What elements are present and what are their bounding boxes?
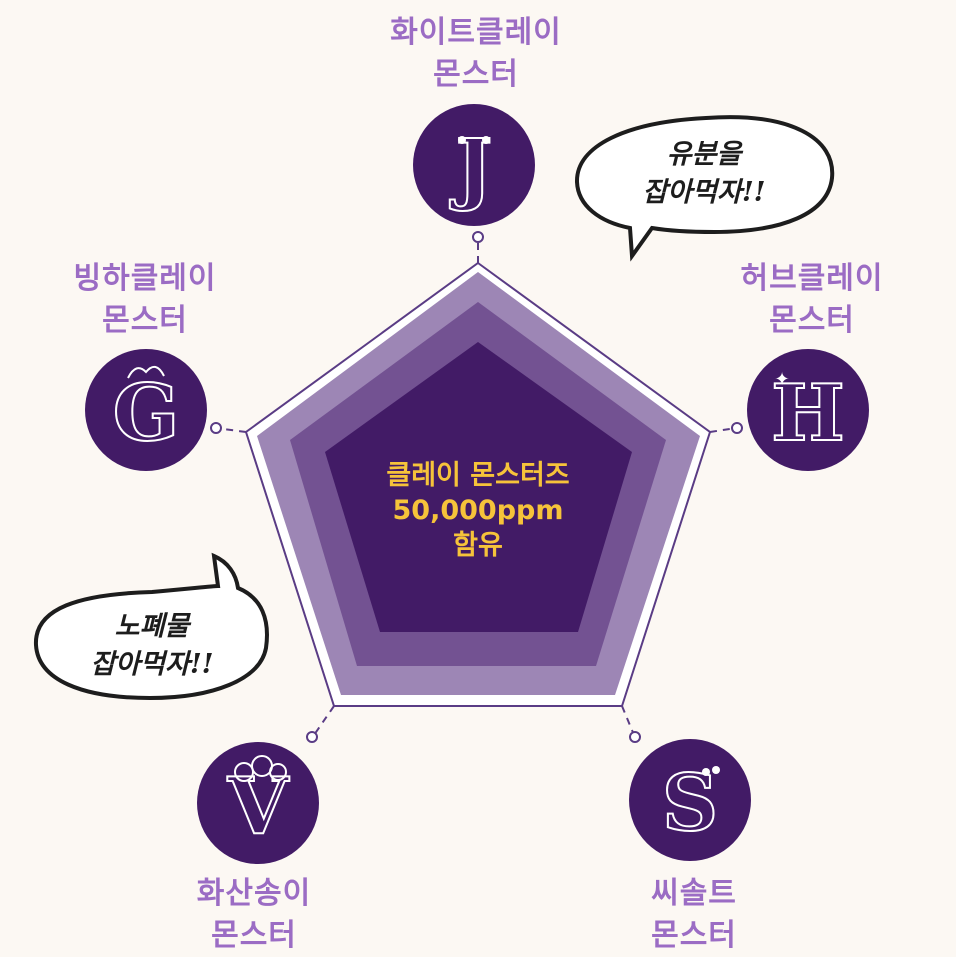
glacier-clay-monster-g-icon: [85, 349, 207, 471]
spoke-end-markers: [210, 231, 743, 743]
monster-name-line2: 몬스터: [769, 303, 855, 338]
monster-name-line1: 화산송이: [196, 876, 312, 911]
monster-label-volcanic: 화산송이 몬스터: [134, 873, 374, 957]
pentagon-inner-fill: [325, 342, 632, 632]
monster-eye: [712, 766, 720, 774]
monster-letter: G: [113, 368, 180, 459]
bubble-line1: 유분을: [666, 139, 742, 170]
monster-icon-volcanic: V: [197, 742, 319, 864]
speech-bubble-top: [574, 115, 835, 262]
monster-eye: [482, 136, 490, 144]
spoke-marker: [472, 231, 484, 243]
center-line3: 함유: [453, 530, 503, 561]
spoke-right: [709, 427, 737, 433]
spoke-bottom-right: [621, 705, 635, 736]
monster-name-line2: 몬스터: [651, 918, 737, 953]
monster-letter: H: [771, 368, 845, 459]
sea-salt-monster-s-icon: [629, 739, 751, 861]
monster-icon-seasalt: S: [629, 739, 751, 861]
monster-label-white: 화이트클레이 몬스터: [356, 12, 596, 96]
monster-label-herb: 허브클레이 몬스터: [692, 258, 932, 342]
sparkle-icon: ✦: [774, 369, 789, 390]
leaf-sprout: [127, 365, 165, 379]
monster-name-line1: 씨솔트: [651, 876, 737, 911]
monster-name-line1: 빙하클레이: [73, 261, 217, 296]
monster-eye: [458, 136, 466, 144]
bubble-line2: 잡아먹자!!: [642, 177, 766, 208]
spoke-bottom-left: [313, 705, 335, 736]
volcanic-monster-v-icon: [197, 742, 319, 864]
monster-name-line1: 허브클레이: [740, 261, 884, 296]
center-line2: 50,000ppm: [392, 495, 564, 526]
bubble-line1: 노폐물: [114, 611, 190, 642]
monster-name-line2: 몬스터: [211, 918, 297, 953]
monster-name-line2: 몬스터: [102, 303, 188, 338]
spoke-marker: [306, 731, 318, 743]
white-clay-monster-j-icon: [413, 104, 535, 226]
herb-clay-monster-h-icon: [747, 349, 869, 471]
bubble-line2: 잡아먹자!!: [90, 649, 214, 680]
monster-name-line1: 화이트클레이: [390, 15, 562, 50]
cloud-puff: [269, 763, 287, 781]
monster-icon-herb: H ✦: [747, 349, 869, 471]
speech-bubble-left-text: 노폐물 잡아먹자!!: [42, 608, 262, 684]
monster-eye: [702, 768, 710, 776]
center-line1: 클레이 몬스터즈: [386, 460, 570, 491]
monster-label-glacier: 빙하클레이 몬스터: [25, 258, 265, 342]
speech-bubble-left: [33, 552, 269, 701]
spoke-marker: [210, 422, 222, 434]
spoke-marker: [629, 731, 641, 743]
spoke-left: [215, 427, 247, 433]
monster-icon-glacier: G: [85, 349, 207, 471]
monster-name-line2: 몬스터: [433, 57, 519, 92]
spoke-marker: [731, 422, 743, 434]
monster-icon-white: J: [413, 104, 535, 226]
speech-bubble-top-text: 유분을 잡아먹자!!: [594, 136, 814, 212]
spokes: [215, 238, 737, 736]
monster-label-seasalt: 씨솔트 몬스터: [574, 873, 814, 957]
center-label: 클레이 몬스터즈 50,000ppm 함유: [328, 458, 628, 563]
